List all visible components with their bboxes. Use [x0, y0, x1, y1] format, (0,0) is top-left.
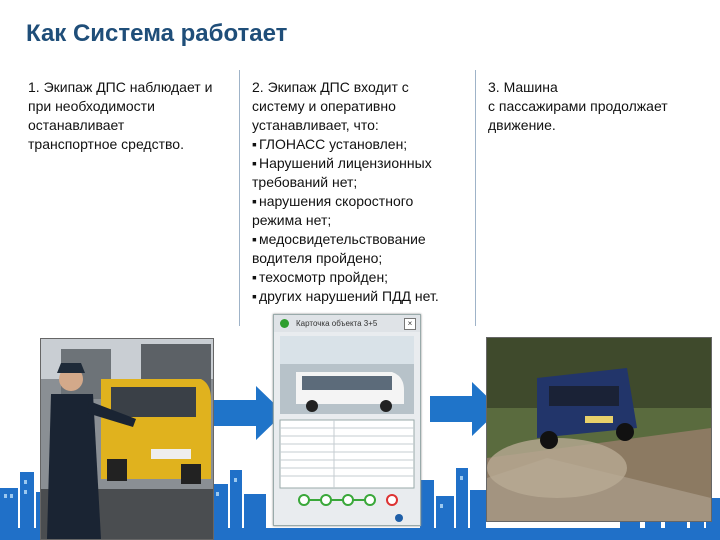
step-3-line: с пассажирами продолжает	[488, 98, 668, 114]
step-1-line: 1. Экипаж ДПС наблюдает и	[28, 79, 213, 95]
check-item: техосмотр пройден;	[252, 268, 467, 287]
step-3-text: 3. Машина с пассажирами продолжает движе…	[488, 78, 703, 135]
step-2-line: 2. Экипаж ДПС входит с	[252, 79, 409, 95]
flow-arrow-icon	[430, 382, 500, 436]
slide-title: Как Система работает	[26, 20, 288, 47]
check-item: Нарушений лицензионных	[252, 154, 467, 173]
traffic-police-photo	[40, 338, 214, 540]
van-driving-photo	[486, 337, 712, 522]
check-item: медосвидетельствование	[252, 230, 467, 249]
check-item-cont: требований нет;	[252, 174, 358, 190]
step-3-line: 3. Машина	[488, 79, 558, 95]
step-1-line: останавливает	[28, 117, 125, 133]
step-2-line: систему и оперативно	[252, 98, 396, 114]
flow-arrow-icon	[214, 386, 284, 440]
object-card-window: Карточка объекта 3+5 ×	[273, 314, 421, 526]
step-1-text: 1. Экипаж ДПС наблюдает и при необходимо…	[28, 78, 224, 154]
step-2-line: устанавливает, что:	[252, 117, 379, 133]
step-1-line: при необходимости	[28, 98, 155, 114]
check-item-cont: водителя пройдено;	[252, 250, 383, 266]
check-item: других нарушений ПДД нет.	[252, 287, 467, 306]
step-3-line: движение.	[488, 117, 556, 133]
check-item: ГЛОНАСС установлен;	[252, 135, 467, 154]
check-item: нарушения скоростного	[252, 192, 467, 211]
step-2-text: 2. Экипаж ДПС входит с систему и операти…	[252, 78, 467, 306]
column-divider	[239, 70, 240, 326]
step-1-line: транспортное средство.	[28, 136, 184, 152]
close-icon[interactable]: ×	[404, 318, 416, 330]
object-card-content	[279, 336, 415, 522]
check-item-cont: режима нет;	[252, 212, 332, 228]
status-icon	[280, 319, 289, 328]
object-card-header: Карточка объекта 3+5 ×	[274, 315, 420, 332]
column-divider	[475, 70, 476, 326]
object-card-title: Карточка объекта 3+5	[296, 319, 378, 328]
